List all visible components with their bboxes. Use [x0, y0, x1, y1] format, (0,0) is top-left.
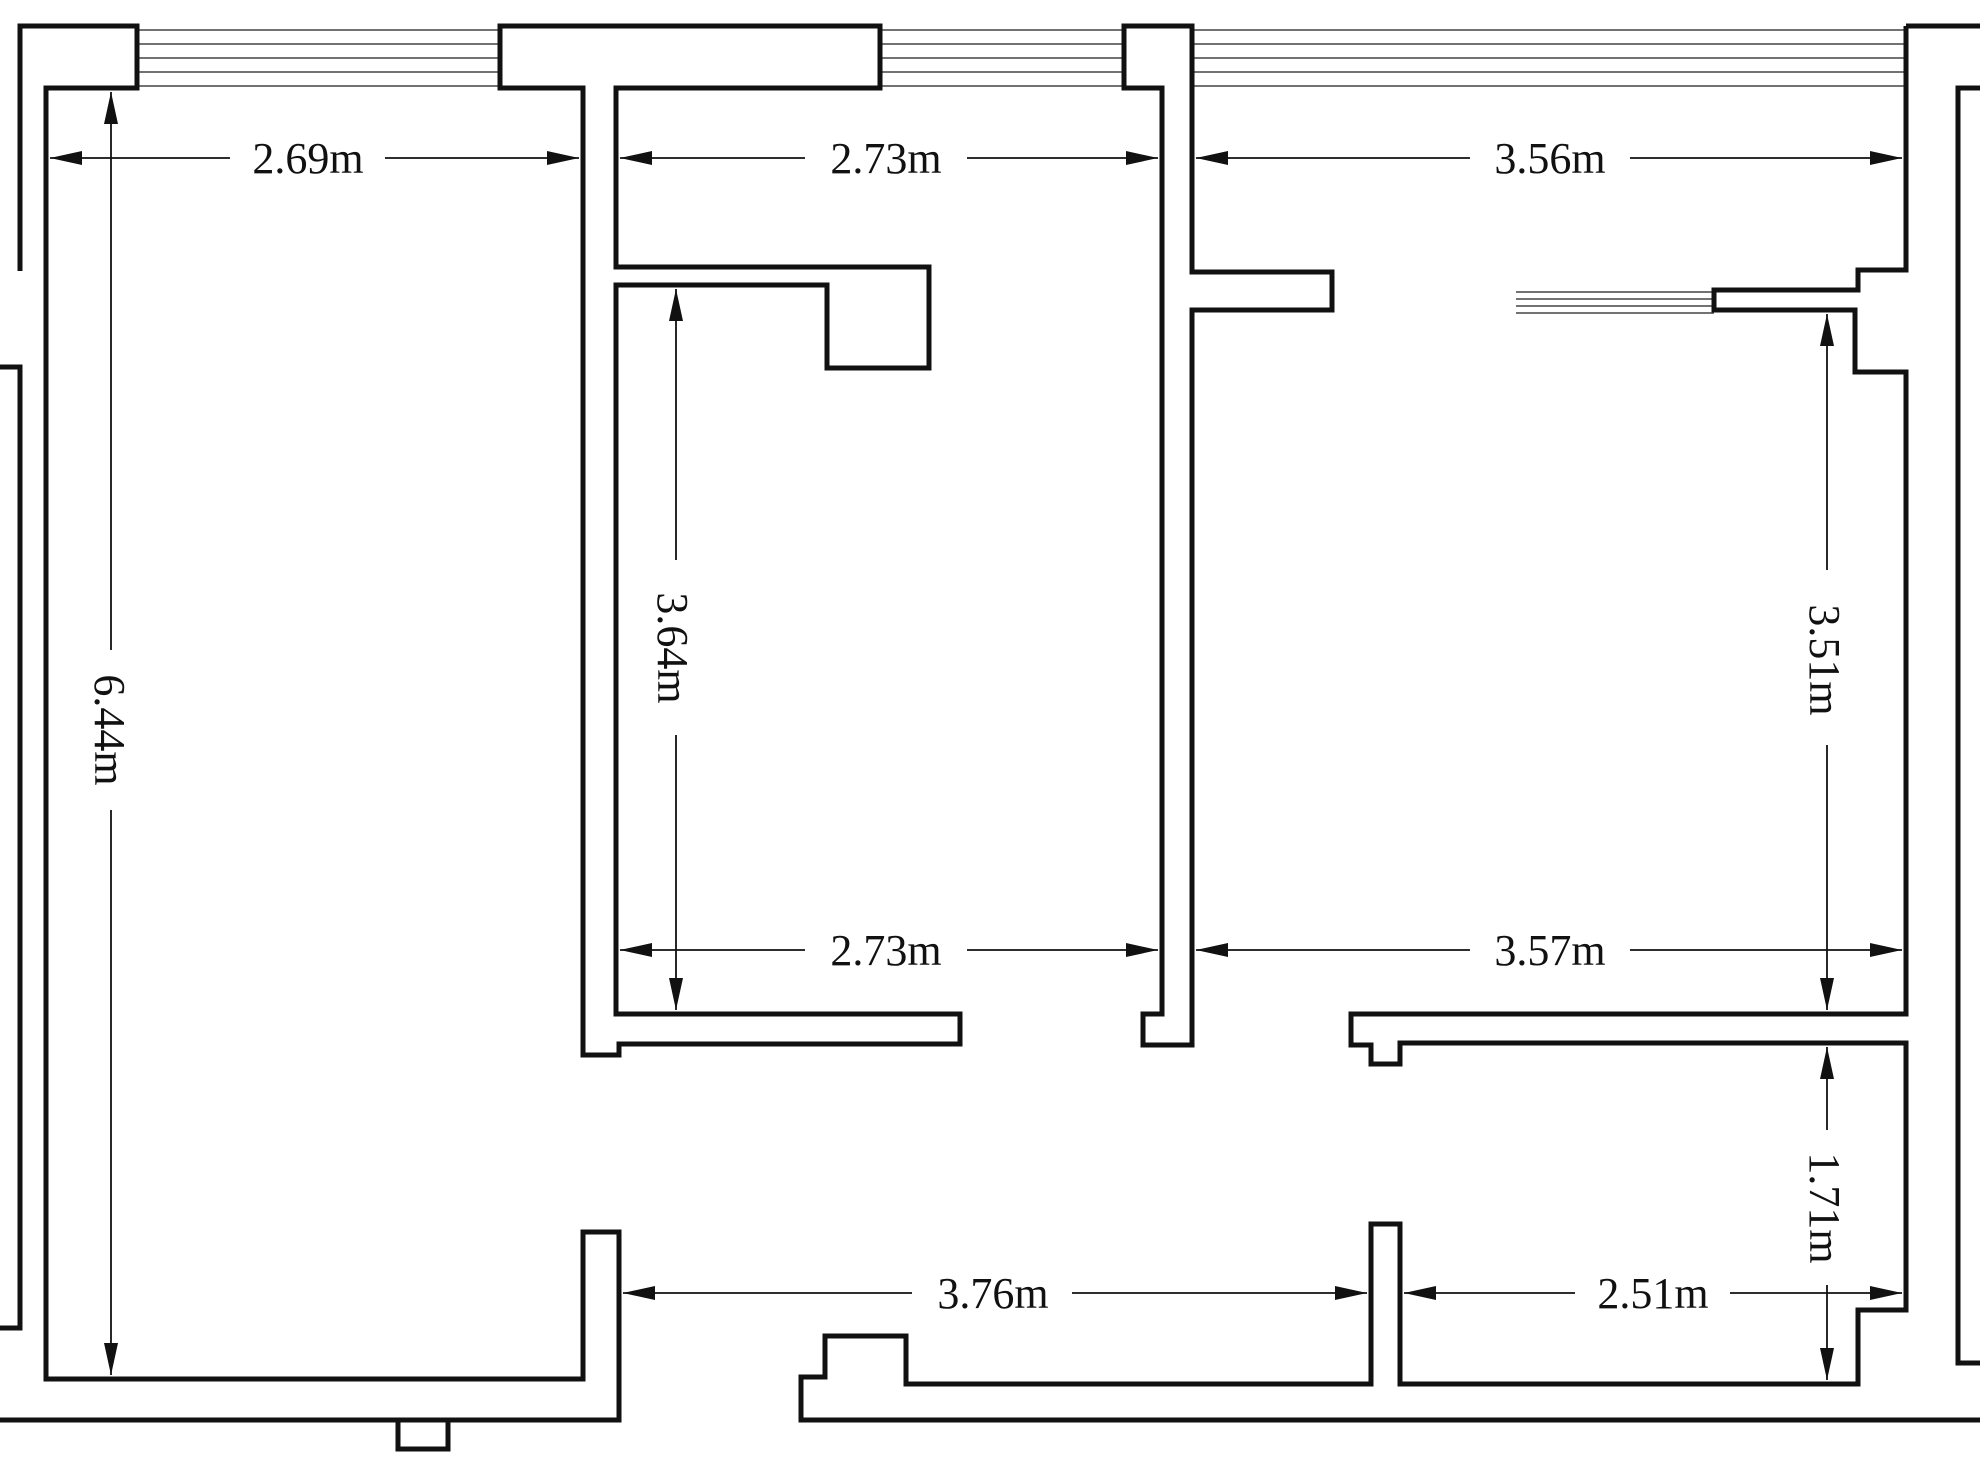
dimension-bottom-middle-width: 3.76m: [623, 1269, 1367, 1318]
wall-bottom-notch: [395, 1420, 451, 1452]
dimension-label: 2.73m: [830, 134, 941, 183]
dimension-label: 2.73m: [830, 926, 941, 975]
dimension-label: 3.76m: [937, 1269, 1048, 1318]
dimension-label: 3.56m: [1494, 134, 1605, 183]
window-top-left: [137, 29, 500, 87]
wall-right-room: [798, 26, 1980, 1423]
wall-left-room: [0, 88, 622, 1423]
dimension-label: 3.57m: [1494, 926, 1605, 975]
dimension-top-left-width: 2.69m: [50, 134, 579, 183]
dimension-right-room-height: 3.51m: [1800, 314, 1849, 1010]
dimension-left-height: 6.44m: [85, 92, 134, 1375]
dimension-lower-right-height: 1.71m: [1800, 1047, 1849, 1380]
dimension-top-middle-width: 2.73m: [620, 134, 1158, 183]
dimension-label: 2.51m: [1597, 1269, 1708, 1318]
dimension-middle-room-bottom-width: 2.73m: [620, 926, 1158, 975]
dimension-label: 3.64m: [648, 592, 697, 703]
wall-middle-divider: [1121, 23, 1335, 1048]
window-top-right: [1192, 29, 1906, 87]
window-internal-right: [1516, 291, 1714, 314]
dimension-right-room-bottom-width: 3.57m: [1196, 926, 1902, 975]
dimension-top-right-width: 3.56m: [1196, 134, 1902, 183]
dimension-label: 3.51m: [1800, 604, 1849, 715]
wall-far-left-lower: [0, 364, 23, 1331]
dimension-middle-room-height: 3.64m: [648, 289, 697, 1010]
window-top-middle: [880, 29, 1124, 87]
dimension-bottom-right-width: 2.51m: [1404, 1269, 1902, 1318]
dimension-label: 1.71m: [1800, 1152, 1849, 1263]
wall-top-pier-left: [497, 23, 963, 1058]
dimension-label: 2.69m: [252, 134, 363, 183]
wall-far-left-upper: [17, 23, 140, 271]
wall-right-exterior: [1906, 23, 1980, 1366]
dimension-label: 6.44m: [85, 674, 134, 785]
